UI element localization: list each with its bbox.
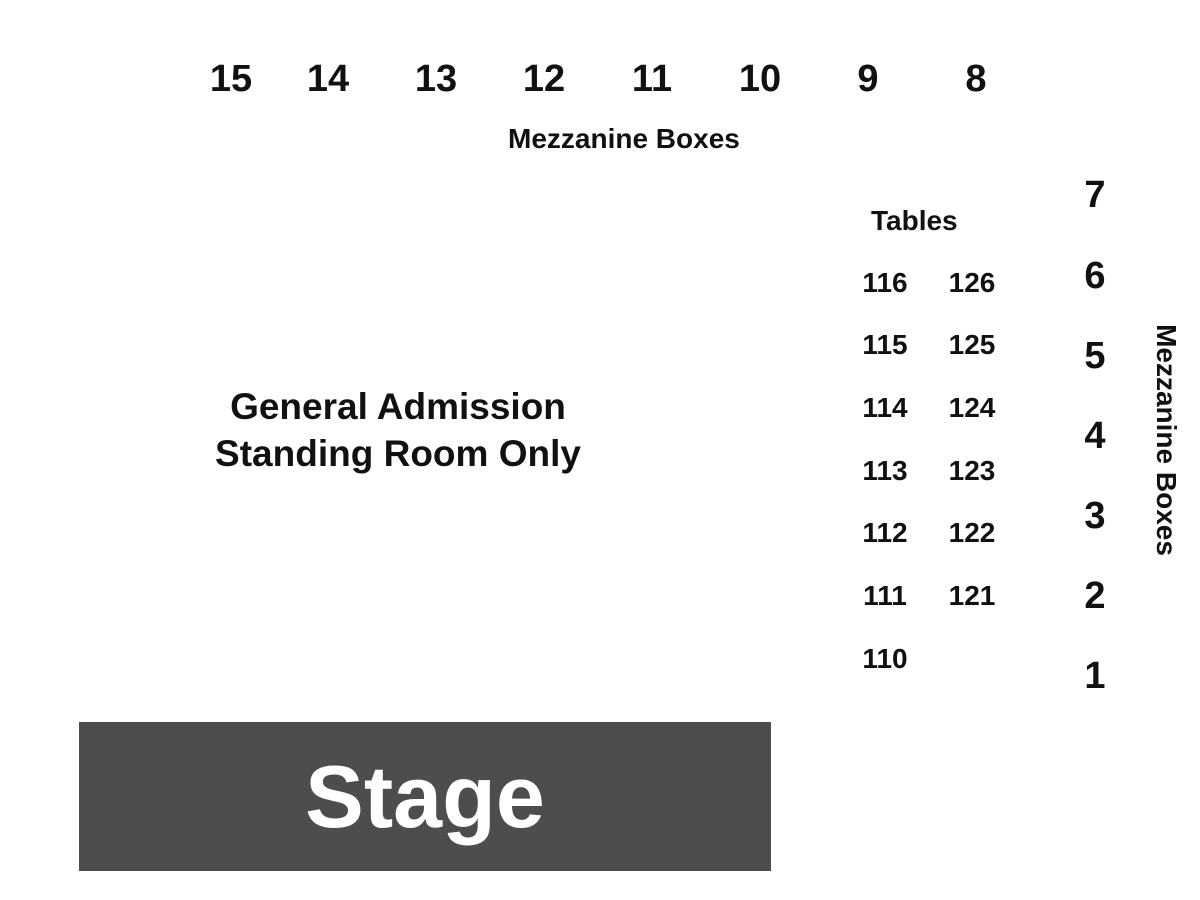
mezzanine-box-4[interactable]: 4 (1084, 415, 1106, 457)
table-125[interactable]: 125 (948, 329, 996, 360)
tables-label: Tables (871, 205, 958, 236)
table-122[interactable]: 122 (948, 517, 996, 548)
mezzanine-box-14[interactable]: 14 (306, 58, 350, 100)
table-110[interactable]: 110 (862, 643, 908, 674)
mezzanine-side-label: Mezzanine Boxes (1151, 324, 1182, 556)
stage-label: Stage (305, 746, 545, 846)
table-124[interactable]: 124 (948, 392, 996, 423)
mezzanine-box-6[interactable]: 6 (1084, 255, 1106, 297)
table-123[interactable]: 123 (948, 455, 996, 486)
table-115[interactable]: 115 (862, 329, 908, 360)
table-126[interactable]: 126 (948, 267, 996, 298)
table-114[interactable]: 114 (862, 392, 908, 423)
mezzanine-box-8[interactable]: 8 (965, 58, 987, 100)
mezzanine-box-11[interactable]: 11 (631, 58, 673, 100)
stage: Stage (79, 722, 771, 871)
mezzanine-top-label: Mezzanine Boxes (508, 123, 740, 154)
table-112[interactable]: 112 (862, 517, 908, 548)
mezzanine-box-3[interactable]: 3 (1084, 495, 1106, 537)
mezzanine-box-13[interactable]: 13 (414, 58, 458, 100)
mezzanine-box-5[interactable]: 5 (1084, 335, 1106, 377)
table-116[interactable]: 116 (862, 267, 908, 298)
mezzanine-box-10[interactable]: 10 (738, 58, 782, 100)
table-121[interactable]: 121 (948, 580, 996, 611)
mezzanine-box-2[interactable]: 2 (1084, 575, 1106, 617)
table-113[interactable]: 113 (862, 455, 908, 486)
mezzanine-box-12[interactable]: 12 (522, 58, 566, 100)
mezzanine-box-1[interactable]: 1 (1084, 655, 1106, 697)
general-admission-area[interactable]: General Admission Standing Room Only (215, 383, 581, 477)
table-111[interactable]: 111 (863, 580, 907, 611)
mezzanine-box-15[interactable]: 15 (209, 58, 253, 100)
general-admission-line1: General Admission (230, 386, 566, 427)
mezzanine-box-7[interactable]: 7 (1084, 174, 1106, 216)
general-admission-line2: Standing Room Only (215, 433, 581, 474)
mezzanine-box-9[interactable]: 9 (857, 58, 879, 100)
